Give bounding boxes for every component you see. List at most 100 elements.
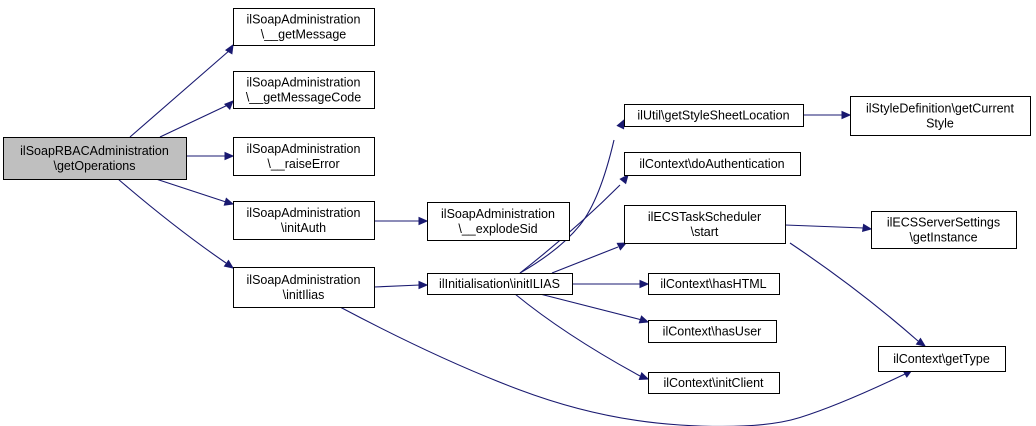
edge-n8-n14 bbox=[803, 110, 852, 120]
arrowhead bbox=[616, 118, 625, 130]
edge-line bbox=[519, 184, 621, 274]
function-node[interactable]: ilContext\initClient bbox=[648, 372, 780, 394]
node-label-line: ilUtil\getStyleSheetLocation bbox=[637, 109, 789, 123]
node-box bbox=[233, 137, 375, 176]
function-node[interactable]: ilSoapAdministration\__getMessageCode bbox=[233, 71, 375, 109]
arrowhead bbox=[861, 223, 873, 232]
node-box bbox=[233, 267, 375, 308]
node-label-line: ilECSServerSettings bbox=[887, 216, 1000, 230]
arrowhead bbox=[619, 174, 629, 185]
arrowhead bbox=[638, 315, 650, 324]
function-node[interactable]: ilSoapAdministration\__getMessage bbox=[233, 8, 375, 46]
function-node[interactable]: ilSoapAdministration\__raiseError bbox=[233, 137, 375, 176]
arrowhead bbox=[418, 280, 429, 290]
edge-n0-n2 bbox=[159, 100, 234, 138]
edge-line bbox=[339, 306, 906, 426]
node-label-line: Style bbox=[926, 117, 954, 131]
arrowhead bbox=[224, 100, 234, 110]
node-label-line: ilSoapAdministration bbox=[247, 206, 361, 220]
edge-line bbox=[129, 49, 231, 138]
node-box bbox=[624, 205, 786, 244]
node-label-line: ilContext\getType bbox=[893, 352, 990, 366]
edge-n7-n11 bbox=[572, 279, 650, 289]
node-box bbox=[648, 372, 780, 394]
function-node[interactable]: ilSoapAdministration\initIlias bbox=[233, 267, 375, 308]
edge-line bbox=[551, 246, 619, 274]
arrowhead bbox=[223, 259, 235, 269]
node-box bbox=[427, 202, 570, 241]
node-box bbox=[850, 96, 1031, 136]
node-label-line: ilContext\hasHTML bbox=[660, 277, 766, 291]
node-label-line: ilContext\hasUser bbox=[663, 325, 762, 339]
node-box bbox=[878, 346, 1006, 372]
function-node[interactable]: ilInitialisation\initILIAS bbox=[427, 273, 573, 295]
node-label-line: \getOperations bbox=[54, 159, 136, 173]
edge-n10-n16 bbox=[789, 242, 927, 347]
edge-n7-n8 bbox=[519, 118, 625, 274]
edge-line bbox=[373, 284, 421, 288]
edge-line bbox=[519, 139, 615, 274]
edge-n0-n4 bbox=[155, 178, 235, 206]
edge-n0-n1 bbox=[129, 43, 234, 138]
edge-line bbox=[784, 224, 865, 229]
node-box bbox=[648, 273, 780, 295]
node-label-line: ilContext\doAuthentication bbox=[639, 157, 784, 171]
function-node[interactable]: ilUtil\getStyleSheetLocation bbox=[624, 104, 804, 127]
node-label-line: \initIlias bbox=[283, 288, 325, 302]
function-node[interactable]: ilContext\doAuthentication bbox=[624, 152, 801, 176]
function-node[interactable]: ilSoapAdministration\initAuth bbox=[233, 201, 375, 240]
node-box bbox=[871, 211, 1017, 249]
arrowhead bbox=[841, 110, 852, 120]
root-function-node[interactable]: ilSoapRBACAdministration\getOperations bbox=[3, 137, 187, 180]
node-label-line: \__explodeSid bbox=[458, 222, 537, 236]
node-label-line: ilSoapAdministration bbox=[247, 76, 361, 90]
node-label-line: ilSoapAdministration bbox=[247, 273, 361, 287]
node-label-line: ilContext\initClient bbox=[663, 376, 764, 390]
arrowhead bbox=[638, 372, 650, 381]
node-label-line: \getInstance bbox=[909, 231, 977, 245]
node-label-line: \__getMessage bbox=[261, 28, 347, 42]
arrowhead bbox=[223, 197, 235, 206]
node-box bbox=[624, 152, 801, 176]
edge-n5-n7 bbox=[373, 280, 429, 290]
arrowhead bbox=[915, 337, 927, 347]
edge-line bbox=[789, 242, 919, 342]
arrowhead bbox=[224, 43, 234, 55]
edge-n10-n15 bbox=[784, 223, 873, 232]
function-node[interactable]: ilContext\getType bbox=[878, 346, 1006, 372]
node-label-line: ilECSTaskScheduler bbox=[648, 210, 761, 224]
function-node[interactable]: ilECSServerSettings\getInstance bbox=[871, 211, 1017, 249]
node-box bbox=[233, 8, 375, 46]
edge-line bbox=[117, 178, 227, 264]
function-node[interactable]: ilECSTaskScheduler\start bbox=[624, 205, 786, 244]
node-label-line: \__raiseError bbox=[267, 157, 339, 171]
edge-line bbox=[514, 293, 641, 377]
node-label-line: ilSoapAdministration bbox=[247, 142, 361, 156]
edge-line bbox=[539, 293, 643, 321]
node-box bbox=[233, 71, 375, 109]
edge-line bbox=[159, 103, 231, 138]
node-box bbox=[3, 137, 187, 180]
node-label-line: ilInitialisation\initILIAS bbox=[439, 277, 560, 291]
node-label-line: ilSoapAdministration bbox=[247, 13, 361, 27]
node-box bbox=[648, 320, 777, 343]
function-node[interactable]: ilContext\hasHTML bbox=[648, 273, 780, 295]
edge-n7-n9 bbox=[519, 174, 629, 274]
edge-n0-n3 bbox=[186, 151, 235, 161]
function-node[interactable]: ilSoapAdministration\__explodeSid bbox=[427, 202, 570, 241]
node-box bbox=[233, 201, 375, 240]
node-label-line: ilStyleDefinition\getCurrent bbox=[866, 102, 1015, 116]
function-node[interactable]: ilContext\hasUser bbox=[648, 320, 777, 343]
node-label-line: ilSoapRBACAdministration bbox=[20, 144, 169, 158]
arrowhead bbox=[418, 216, 429, 226]
node-box bbox=[624, 104, 804, 127]
edge-line bbox=[155, 178, 227, 203]
arrowhead bbox=[224, 151, 235, 161]
edge-n0-n5 bbox=[117, 178, 235, 269]
node-label-line: \initAuth bbox=[281, 221, 326, 235]
node-label-line: \__getMessageCode bbox=[246, 91, 361, 105]
arrowhead bbox=[639, 279, 650, 289]
arrowhead bbox=[616, 242, 628, 251]
